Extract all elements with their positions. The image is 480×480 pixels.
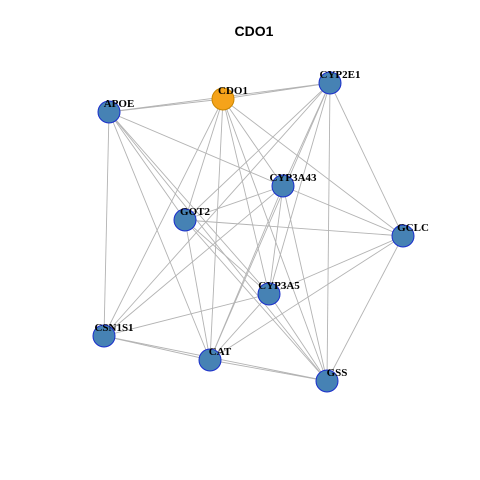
edge-got2-cyp3a5 <box>184 219 270 295</box>
edge-cyp3a43-gss <box>282 185 328 382</box>
node-label: GOT2 <box>180 206 210 218</box>
node-label: GCLC <box>397 222 429 234</box>
edge-got2-gclc <box>184 219 404 237</box>
node-circle <box>92 324 116 348</box>
edge-cyp2e1-csn1s1 <box>103 82 331 337</box>
edge-apoe-csn1s1 <box>103 111 110 337</box>
node-cyp3a5: CYP3A5 <box>257 280 300 306</box>
node-got2: GOT2 <box>173 206 210 232</box>
node-circle <box>315 369 339 393</box>
edge-apoe-cyp3a43 <box>108 111 284 187</box>
edge-cyp2e1-cat <box>209 82 331 361</box>
edge-apoe-got2 <box>108 111 186 221</box>
node-cdo1: CDO1 <box>211 85 248 111</box>
node-label: APOE <box>104 98 135 110</box>
edge-cyp2e1-gclc <box>329 82 404 237</box>
edge-cyp3a5-cat <box>209 293 270 361</box>
edge-layer <box>103 82 404 382</box>
node-cyp2e1: CYP2E1 <box>318 69 361 95</box>
edge-apoe-gss <box>108 111 328 382</box>
node-circle <box>318 71 342 95</box>
node-circle <box>97 100 121 124</box>
node-label: GSS <box>327 367 348 379</box>
edge-cdo1-csn1s1 <box>103 98 224 337</box>
node-cyp3a43: CYP3A43 <box>269 172 317 198</box>
edge-cyp3a43-cat <box>209 185 284 361</box>
node-label: CDO1 <box>218 85 248 97</box>
edge-cyp2e1-cyp3a5 <box>268 82 331 295</box>
edge-cyp2e1-gss <box>326 82 331 382</box>
node-label: CYP3A43 <box>269 172 317 184</box>
node-circle <box>173 208 197 232</box>
node-circle <box>257 282 281 306</box>
edge-cdo1-cyp3a43 <box>222 98 284 187</box>
edge-cyp3a5-gss <box>268 293 328 382</box>
node-circle <box>271 174 295 198</box>
edge-cdo1-gss <box>222 98 328 382</box>
edge-got2-cat <box>184 219 211 361</box>
edge-cdo1-cyp3a5 <box>222 98 270 295</box>
edge-apoe-cat <box>108 111 211 361</box>
edge-cyp2e1-got2 <box>184 82 331 221</box>
edge-cat-gss <box>209 359 328 382</box>
node-label: CYP2E1 <box>320 69 361 81</box>
node-cat: CAT <box>198 346 232 372</box>
node-label: CAT <box>209 346 232 358</box>
edge-cdo1-cat <box>209 98 224 361</box>
edge-got2-gss <box>184 219 328 382</box>
node-label: CYP3A5 <box>258 280 300 292</box>
edge-gclc-cyp3a5 <box>268 235 404 295</box>
edge-gclc-gss <box>326 235 404 382</box>
edge-cyp3a43-gclc <box>282 185 404 237</box>
edge-apoe-cyp3a5 <box>108 111 270 295</box>
edge-cdo1-gclc <box>222 98 404 237</box>
node-gclc: GCLC <box>391 222 429 248</box>
diagram-title: CDO1 <box>235 23 274 39</box>
edge-cyp3a43-csn1s1 <box>103 185 284 337</box>
edge-cyp3a43-got2 <box>184 185 284 221</box>
edge-cyp3a43-cyp3a5 <box>268 185 284 295</box>
node-apoe: APOE <box>97 98 135 124</box>
edge-cdo1-got2 <box>184 98 224 221</box>
node-circle <box>211 87 235 111</box>
node-circle <box>198 348 222 372</box>
node-gss: GSS <box>315 367 348 393</box>
node-label: CSN1S1 <box>94 322 133 334</box>
node-csn1s1: CSN1S1 <box>92 322 134 348</box>
edge-cyp3a5-csn1s1 <box>103 293 270 337</box>
node-circle <box>391 224 415 248</box>
edge-gclc-cat <box>209 235 404 361</box>
